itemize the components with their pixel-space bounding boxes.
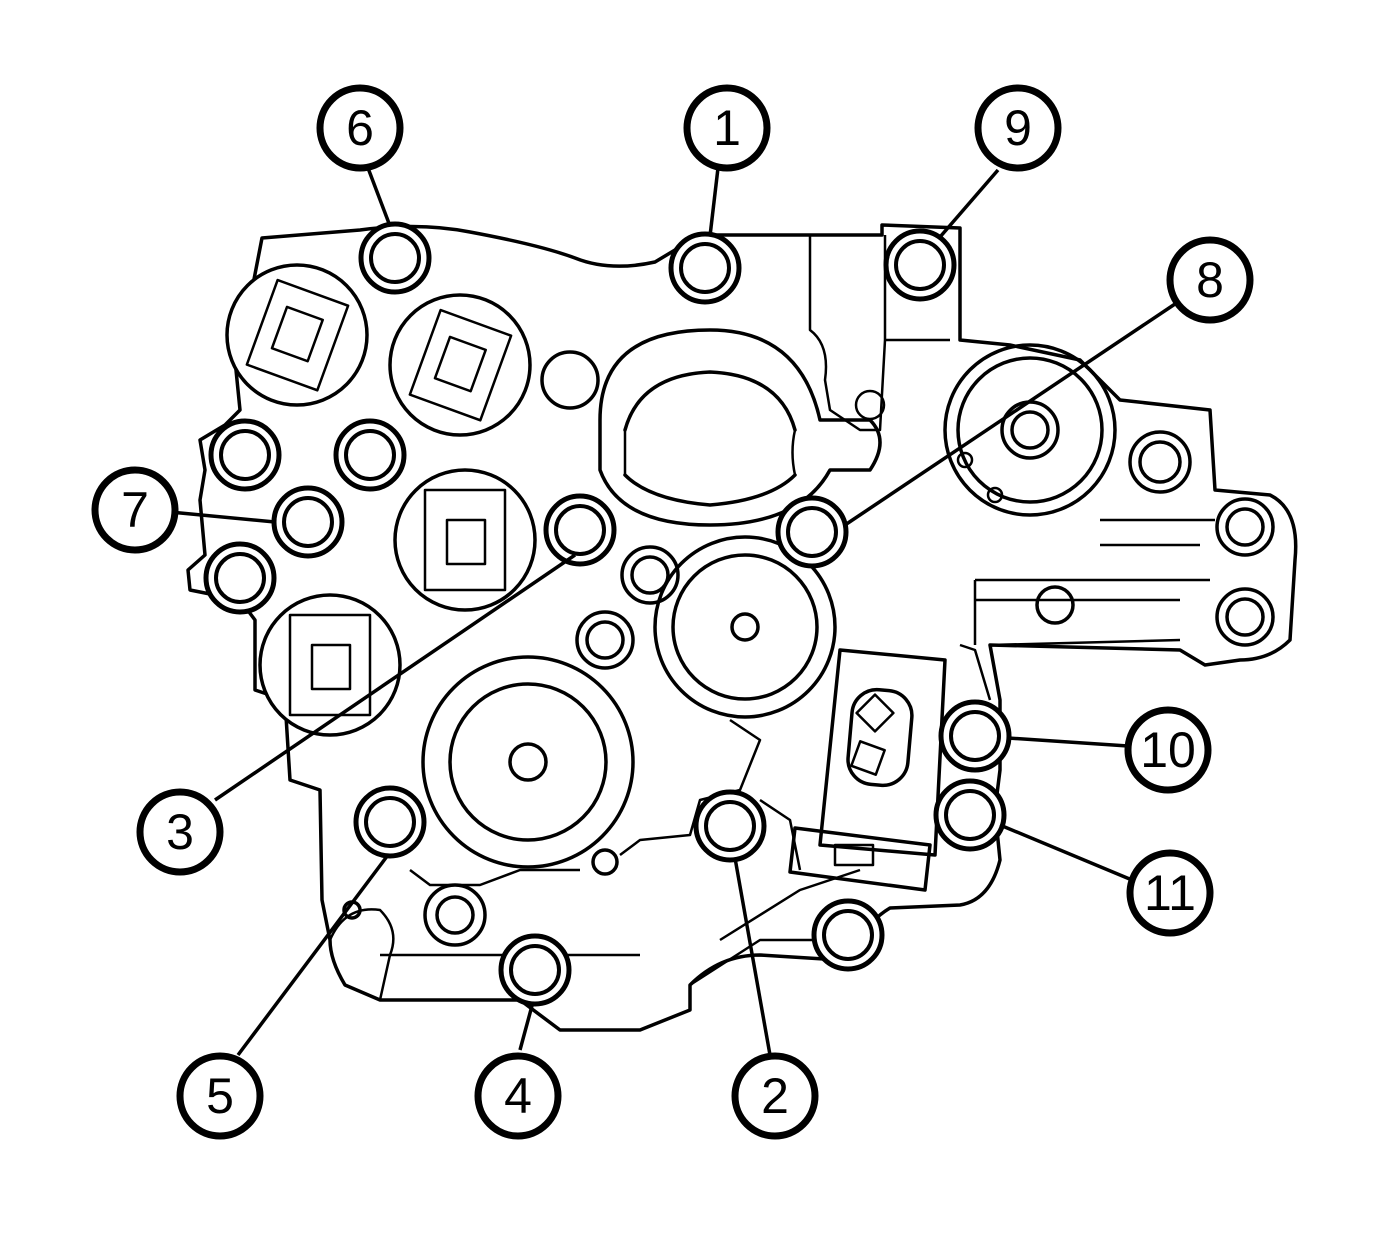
- leader-lines: [169, 167, 1179, 1057]
- callout-label: 5: [206, 1068, 234, 1124]
- solenoid-middle: [393, 468, 537, 612]
- callout-11: 11: [1126, 849, 1214, 937]
- callout-5: 5: [176, 1052, 264, 1140]
- callout-8: 8: [1166, 236, 1254, 324]
- bolt-1: [668, 231, 742, 305]
- bolt-9: [883, 228, 957, 302]
- callout-label: 2: [761, 1068, 789, 1124]
- callout-label: 4: [504, 1068, 532, 1124]
- bolt-3: [543, 493, 617, 567]
- callout-label: 9: [1004, 100, 1032, 156]
- callout-label: 10: [1140, 722, 1196, 778]
- bolt-5: [353, 785, 427, 859]
- callout-7: 7: [91, 466, 179, 554]
- bore-right-accumulator: [943, 343, 1117, 517]
- manifold-ring: [598, 328, 886, 527]
- bore-center: [653, 535, 837, 719]
- callout-label: 8: [1196, 252, 1224, 308]
- callout-label: 7: [121, 482, 149, 538]
- callout-6: 6: [316, 84, 404, 172]
- bore-large-lower-left: [421, 655, 635, 869]
- solenoid-upper-center: [388, 293, 532, 437]
- callout-10: 10: [1124, 706, 1212, 794]
- callout-3: 3: [136, 788, 224, 876]
- callout-label: 11: [1144, 865, 1196, 921]
- bolt-4: [498, 933, 572, 1007]
- callout-label: 1: [713, 100, 741, 156]
- bolt-2: [693, 789, 767, 863]
- solenoid-lower-left: [258, 593, 402, 737]
- bolt-11: [933, 778, 1007, 852]
- callout-2: 2: [731, 1052, 819, 1140]
- callout-label: 3: [166, 804, 194, 860]
- bolt-10: [938, 699, 1012, 773]
- callout-label: 6: [346, 100, 374, 156]
- bolt-6: [358, 221, 432, 295]
- bolt-unlabelled: [203, 418, 885, 972]
- solenoid-upper-left: [225, 263, 369, 407]
- bracket-right: [788, 648, 947, 892]
- bolt-8: [775, 495, 849, 569]
- callout-9: 9: [974, 84, 1062, 172]
- bolt-7: [271, 485, 345, 559]
- callout-1: 1: [683, 84, 771, 172]
- callout-4: 4: [474, 1052, 562, 1140]
